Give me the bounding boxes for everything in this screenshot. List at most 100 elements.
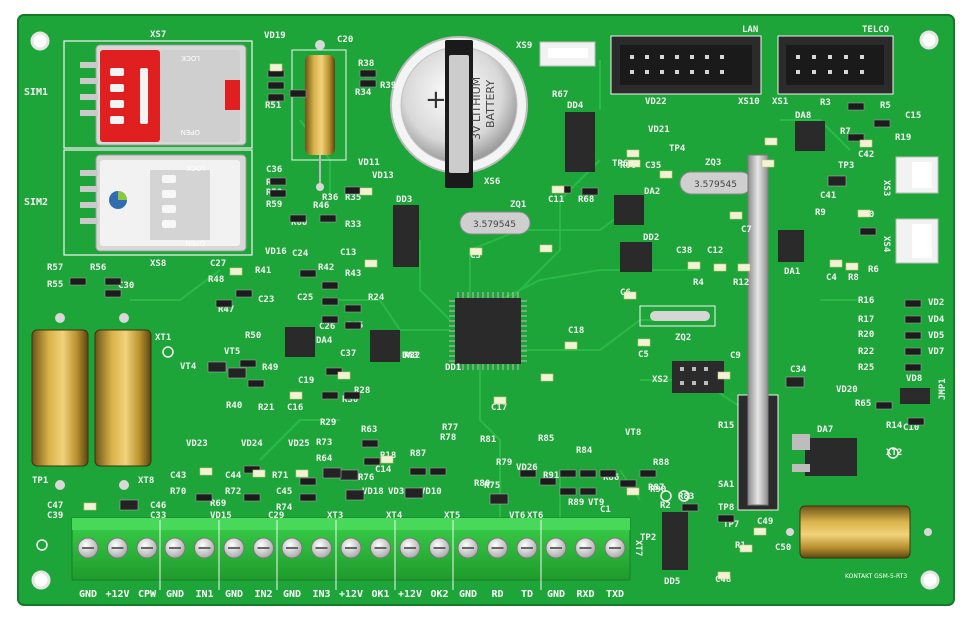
component-label: C11 <box>548 195 564 205</box>
test-point[interactable] <box>660 490 672 502</box>
mounting-hole-br <box>920 570 940 590</box>
smd-capacitor <box>761 159 775 168</box>
smd-resistor <box>363 457 381 466</box>
component-label: C46 <box>150 501 166 511</box>
component-label: C13 <box>340 248 356 258</box>
smd-resistor <box>239 359 257 368</box>
da3-label: DA3 <box>402 351 418 361</box>
terminal-label: RXD <box>576 589 594 600</box>
smd-capacitor <box>199 467 213 476</box>
connector-telco: TELCO XS1 <box>772 25 894 107</box>
component-label: R73 <box>316 438 332 448</box>
component-label: C23 <box>258 295 274 305</box>
smd-resistor <box>619 479 637 488</box>
test-point[interactable] <box>162 346 174 358</box>
smd-resistor <box>847 133 865 142</box>
smd-capacitor <box>637 338 651 347</box>
component-label: R86 <box>603 473 619 483</box>
smd-resistor <box>429 467 447 476</box>
component-label: XT8 <box>138 476 154 486</box>
connector-xs4: XS4 <box>881 218 939 264</box>
chip-da8: DA8 <box>795 111 825 151</box>
smd-capacitor <box>229 267 243 276</box>
component-label: C17 <box>491 403 507 413</box>
terminal-label: GND <box>459 589 477 600</box>
component-label: R16 <box>858 296 874 306</box>
crystal-zq2: ZQ2 <box>639 305 716 343</box>
xs8-label: XS8 <box>150 259 166 269</box>
smd-capacitor <box>859 139 873 148</box>
test-point[interactable] <box>36 539 48 551</box>
component-label: C41 <box>820 191 836 201</box>
da4-label: DA4 <box>316 336 333 346</box>
smd-components <box>36 63 925 580</box>
component-label: R77 <box>442 423 458 433</box>
terminal-label: RD <box>491 589 503 600</box>
battery-text-2: BATTERY <box>484 80 497 128</box>
component-label: VD21 <box>648 125 670 135</box>
component-label: R51 <box>265 101 281 111</box>
zq3-label: ZQ3 <box>705 158 721 168</box>
chip-da1: DA1 <box>778 230 804 277</box>
zq1-label: ZQ1 <box>510 200 526 210</box>
component-label: C9 <box>730 351 741 361</box>
component-label: VD4 <box>928 315 945 325</box>
zq2-label: ZQ2 <box>675 333 691 343</box>
terminal-label: +12V <box>398 589 422 600</box>
smd-resistor <box>717 514 735 523</box>
component-label: R32 <box>404 351 420 361</box>
smd-diode <box>119 499 139 511</box>
smd-resistor <box>289 214 307 223</box>
dd3-label: DD3 <box>396 195 412 205</box>
smd-resistor <box>579 487 597 496</box>
smd-resistor <box>409 467 427 476</box>
component-label: R25 <box>858 363 874 373</box>
sim2-open-text: OPEN <box>186 239 205 247</box>
terminal-label: TD <box>521 589 533 600</box>
component-label: R22 <box>858 347 874 357</box>
component-label: R36 <box>322 193 338 203</box>
sim2-holder: XS8 SIM2 LOCK OPEN <box>24 149 253 269</box>
test-point[interactable] <box>678 490 690 502</box>
component-label: R55 <box>47 280 63 290</box>
terminal-label: IN2 <box>254 589 272 600</box>
component-label: R24 <box>368 293 385 303</box>
component-label: C43 <box>170 471 186 481</box>
component-label: R56 <box>90 263 106 273</box>
component-label: R15 <box>718 421 734 431</box>
board-model: KONTAKT GSM-5-RT3 <box>845 573 907 580</box>
component-label: R79 <box>496 458 512 468</box>
sim2-label: SIM2 <box>24 197 48 208</box>
component-label: R39 <box>380 81 396 91</box>
smd-resistor <box>519 469 537 478</box>
smd-resistor <box>559 469 577 478</box>
component-label: R84 <box>576 446 593 456</box>
capacitor-c33 <box>786 505 932 559</box>
component-label: TP6 <box>612 159 628 169</box>
component-label: VD26 <box>516 463 538 473</box>
component-label: R65 <box>855 399 871 409</box>
smd-resistor <box>325 367 343 376</box>
component-label: R91 <box>543 471 559 481</box>
component-label: R88 <box>653 458 669 468</box>
mounting-hole-tr <box>919 30 939 50</box>
crystal-zq1: ZQ1 3.579545 <box>459 200 531 235</box>
battery-text-1: 3V LITHIUM <box>470 77 483 140</box>
component-label: VD16 <box>265 247 287 257</box>
component-label: R33 <box>345 220 361 230</box>
component-label: VD18 <box>362 487 384 497</box>
lan-label: LAN <box>742 25 758 35</box>
sim1-label: SIM1 <box>24 87 48 98</box>
test-point[interactable] <box>887 447 899 459</box>
smd-resistor <box>875 401 893 410</box>
component-label: C39 <box>47 511 63 521</box>
smd-diode <box>827 175 847 187</box>
component-label: R49 <box>262 363 278 373</box>
component-label: VD8 <box>906 374 922 384</box>
component-label: R64 <box>316 454 333 464</box>
component-label: C30 <box>118 281 134 291</box>
smd-resistor <box>539 477 557 486</box>
smd-resistor <box>904 363 922 372</box>
mounting-hole-bl <box>31 570 51 590</box>
